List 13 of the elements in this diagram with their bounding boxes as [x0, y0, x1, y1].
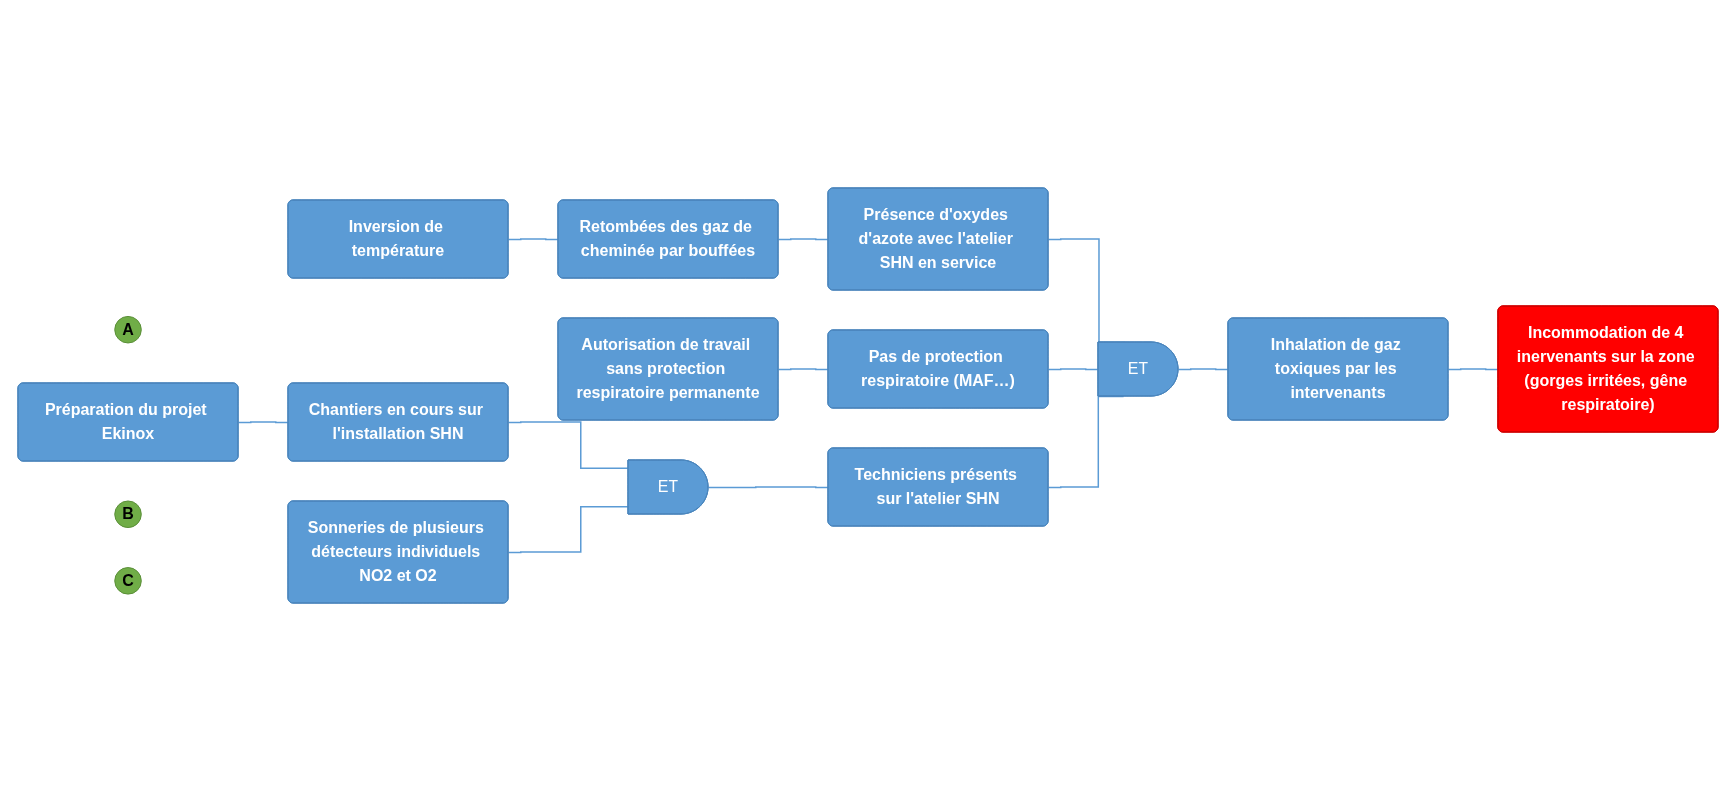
connector [507, 237, 559, 240]
connector [237, 420, 289, 423]
connector [777, 367, 829, 370]
connector [507, 420, 629, 469]
node-circle: C [113, 566, 142, 595]
connector [1177, 367, 1229, 370]
connector [1047, 367, 1099, 370]
connector [707, 485, 829, 488]
connector [1447, 367, 1499, 370]
node-circle: B [113, 500, 142, 528]
connector [507, 505, 629, 553]
node-circle: A [113, 315, 142, 343]
connector [777, 237, 829, 240]
